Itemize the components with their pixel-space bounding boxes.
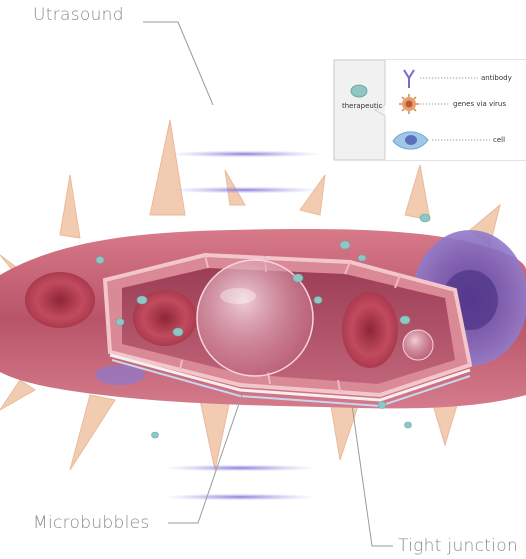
legend-virus-label: genes via virus bbox=[453, 100, 506, 108]
legend-antibody-label: antibody bbox=[481, 74, 512, 82]
therapeutic-icon bbox=[351, 85, 367, 97]
label-microbubbles: Microbubbles bbox=[33, 513, 150, 533]
legend-cell-label: cell bbox=[493, 136, 505, 144]
microbubble-small bbox=[403, 330, 433, 360]
virus-icon bbox=[399, 94, 419, 114]
legend: therapeutic antibody genes via virus cel… bbox=[334, 60, 526, 160]
red-blood-cell bbox=[342, 292, 398, 368]
legend-therapeutic-label: therapeutic bbox=[342, 102, 383, 110]
label-ultrasound: Utrasound bbox=[33, 5, 124, 25]
red-blood-cell-left bbox=[25, 272, 95, 328]
label-tight-junction: Tight junction bbox=[398, 536, 518, 556]
